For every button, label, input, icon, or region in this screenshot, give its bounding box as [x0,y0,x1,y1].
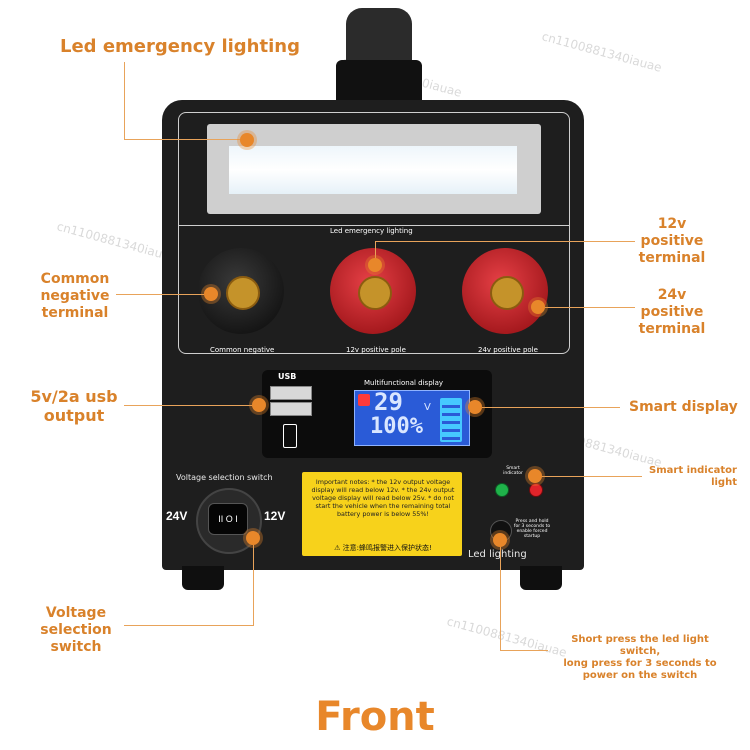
callout-smart-display: Smart display [629,399,738,415]
terminal-24v-label: 24v positive pole [478,346,538,354]
voltage-switch-rocker[interactable]: II O I [208,503,248,535]
callout-dot-common [204,287,218,301]
led-panel-label: Led emergency lighting [330,227,413,235]
callout-line-voltage-v [253,540,254,626]
warning-sticker [302,472,462,556]
callout-line-ledswitch-h [500,650,548,651]
callout-12v-positive: 12v positive terminal [638,216,706,266]
callout-line-led [124,62,125,140]
indicator-red-light [529,483,543,497]
callout-usb-output: 5v/2a usb output [30,387,118,425]
device-foot-left [182,566,224,590]
lcd-voltage: 29 [374,388,403,416]
callout-dot-indicator [528,469,542,483]
callout-line-12v [375,241,635,242]
callout-line-led-h [124,139,244,140]
terminal-12v-bolt [358,276,392,310]
led-lighting-label: Led lighting [468,549,527,560]
terminal-12v-label: 12v positive pole [346,346,406,354]
usb-port-2 [270,402,312,416]
phone-icon [283,424,297,448]
callout-voltage-switch: Voltage selection switch [40,605,112,655]
callout-common-negative: Common negative terminal [40,271,110,321]
callout-dot-voltage [246,531,260,545]
indicator-green-light [495,483,509,497]
watermark: cn1100881340iauae [540,29,664,75]
device-handle-base [336,60,422,102]
callout-line-common [116,294,211,295]
callout-short-press: Short press the led light switch, long p… [563,634,717,681]
callout-dot-display [468,400,482,414]
usb-port-1 [270,386,312,400]
panel-divider [178,225,570,226]
callout-smart-indicator: Smart indicator light [649,465,737,488]
press-hold-small-label: Press and hold for 3 seconds to enable f… [513,519,551,539]
terminal-common-label: Common negative [210,346,275,354]
callout-led-emergency: Led emergency lighting [60,36,300,57]
callout-line-indicator [540,476,642,477]
display-label: Multifunctional display [364,379,444,387]
footer-title: Front [315,694,435,740]
terminal-common-bolt [226,276,260,310]
callout-line-voltage [124,625,254,626]
warning-cn-text: ⚠ 注意:蜂鸣报警进入保护状态! [334,544,432,552]
voltage-switch-12v-label: 12V [264,509,286,523]
device-handle [346,8,412,66]
voltage-switch-24v-label: 24V [166,509,188,523]
watermark: cn1100881340iauae [445,614,569,660]
smart-indicator-small-label: Smart indicator [503,466,523,476]
top-panel [178,112,570,354]
callout-line-ledswitch-v [500,540,501,651]
led-light-strip [229,146,517,194]
lcd-voltage-unit: V [424,402,431,413]
usb-label: USB [278,372,297,381]
callout-line-24v [540,307,635,308]
callout-dot-24v [531,300,545,314]
callout-line-display [482,407,620,408]
voltage-switch-label: Voltage selection switch [176,473,273,482]
callout-dot-led [240,133,254,147]
callout-dot-usb [252,398,266,412]
terminal-24v-bolt [490,276,524,310]
callout-line-12v-v [375,241,376,265]
device-foot-right [520,566,562,590]
callout-24v-positive: 24v positive terminal [638,287,706,337]
watermark: cn1100881340iauae [55,219,179,265]
warning-text: Important notes: * the 12v output voltag… [311,478,455,518]
lcd-percent: 100% [370,414,423,439]
lcd-battery-icon [440,398,462,442]
callout-dot-12v [368,258,382,272]
callout-line-usb [124,405,258,406]
callout-dot-ledswitch [493,533,507,547]
lcd-warning-icon [358,394,370,406]
